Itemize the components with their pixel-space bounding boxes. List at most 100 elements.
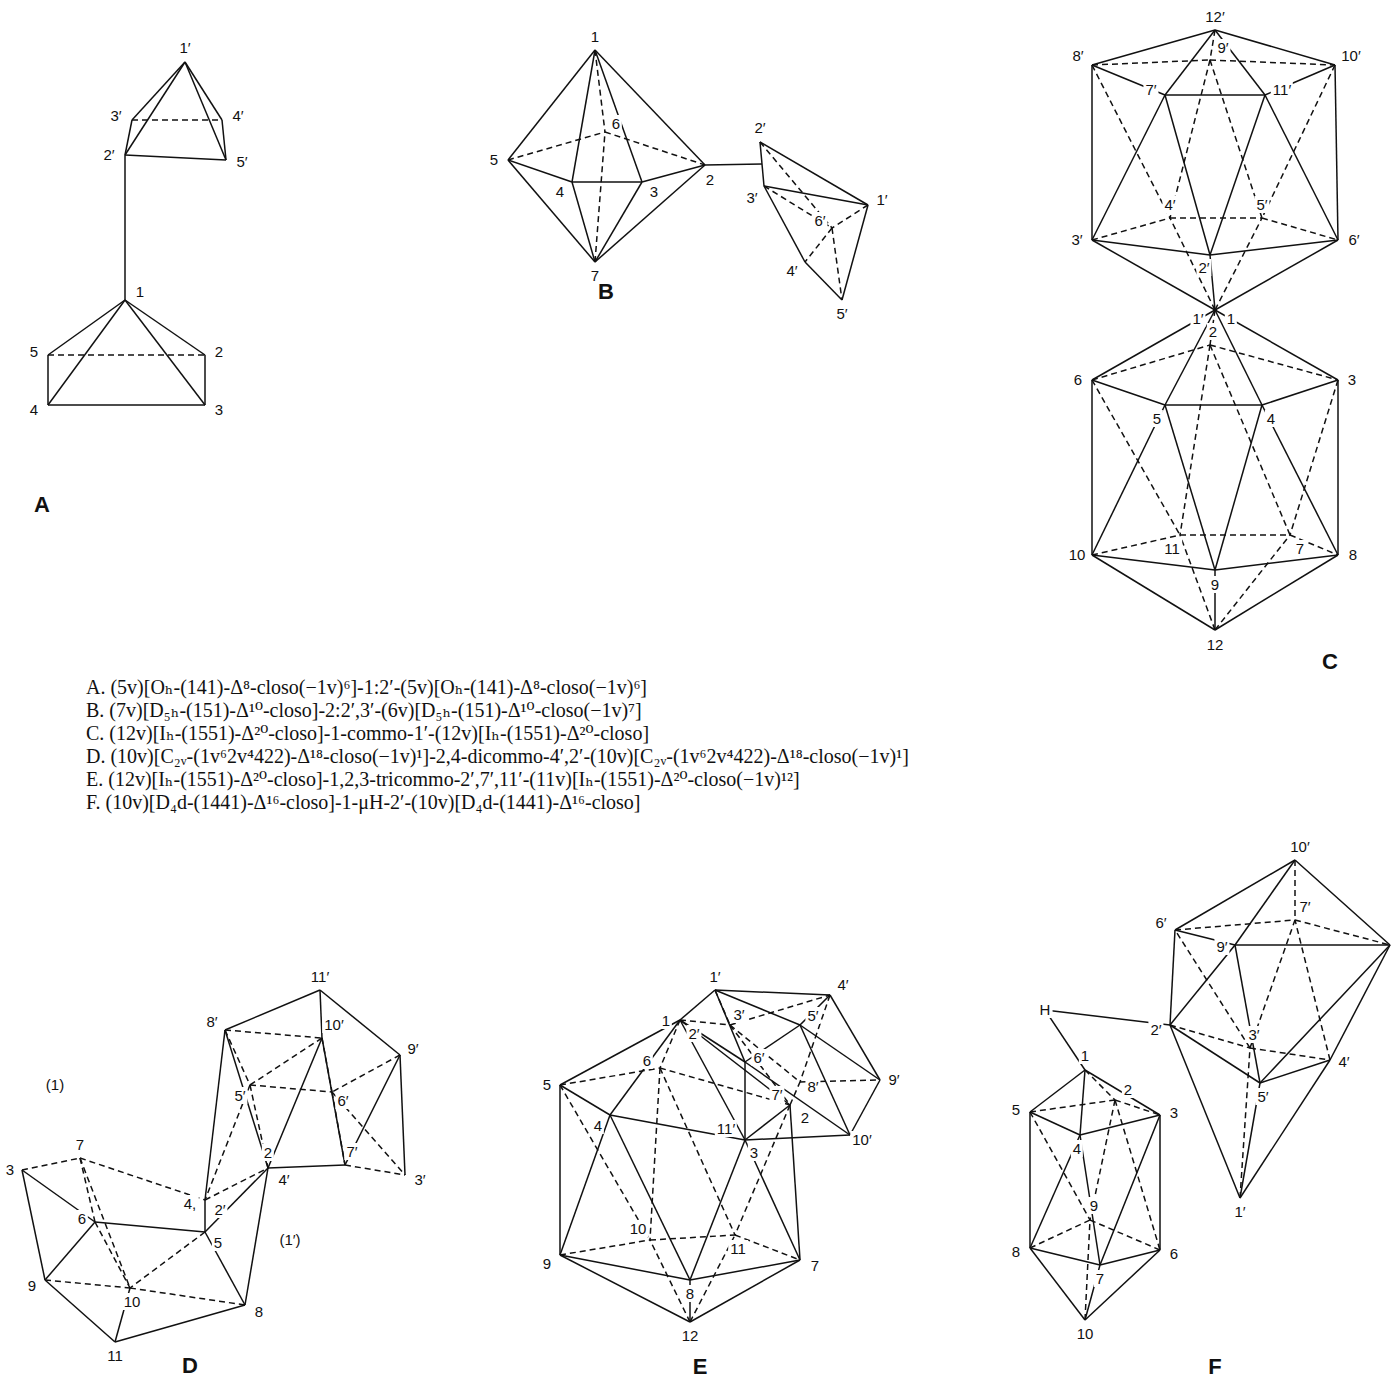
polyhedron-edge (1115, 1100, 1160, 1115)
vertex-number-holder: 1′ (1190, 310, 1205, 328)
vertex-number-holder: 1 (660, 1012, 672, 1030)
vertex-number-holder: 4 (28, 401, 40, 419)
polyhedron-edge (690, 1140, 745, 1280)
polyhedron-edge (1029, 1112, 1031, 1248)
vertex-number: 9 (1088, 1197, 1100, 1214)
vertex-number-holder: 7′ (344, 1143, 359, 1161)
polyhedron-edge (1265, 95, 1338, 240)
vertex-number: 1′ (707, 968, 722, 985)
vertex-number-holder: 3 (748, 1144, 760, 1162)
vertex-number: 9 (26, 1277, 38, 1294)
vertex-number: 6′ (335, 1092, 350, 1109)
polyhedron-edge (1215, 555, 1338, 630)
polyhedron-edge (1085, 1250, 1160, 1320)
caption-line: D. (10v)[C₂ᵥ-(1v⁶2v⁴422)-Δ¹⁸-closo(−1v)¹… (86, 745, 1326, 768)
vertex-number-holder: 7′ (1297, 898, 1312, 916)
caption-block: A. (5v)[Oₕ-(141)-Δ⁸-closo(−1v)⁶]-1:2′-(5… (86, 676, 1326, 814)
vertex-number: 4′ (784, 262, 799, 279)
vertex-number-holder: 10′ (850, 1131, 874, 1149)
vertex-number: 8 (1347, 546, 1359, 563)
polyhedron-edge (125, 300, 205, 355)
polyhedron-edge (560, 1255, 690, 1280)
polyhedron-edge (572, 182, 595, 262)
polyhedron-edge (508, 160, 595, 262)
polyhedron-edge (130, 1288, 245, 1305)
polyhedron-edge (764, 186, 832, 228)
polyhedron-edge (559, 1085, 561, 1255)
polyhedron-edge (560, 1240, 650, 1255)
vertex-number: 2 (262, 1144, 274, 1161)
polyhedron-edge (204, 355, 206, 405)
vertex-number: 2 (1207, 323, 1219, 340)
polyhedron-edge (1215, 535, 1290, 630)
vertex-number-holder: 6′ (812, 212, 827, 230)
polyhedron-edge (1030, 1112, 1080, 1135)
polyhedron-edge (1091, 380, 1093, 555)
polyhedron-edge (715, 990, 800, 1025)
vertex-number: 10′ (322, 1016, 346, 1033)
vertex-number-holder: 6 (610, 115, 622, 133)
vertex-number-holder: 6 (641, 1052, 653, 1070)
vertex-number: 4′ (1336, 1053, 1351, 1070)
polyhedron-edge (832, 205, 868, 228)
polyhedron-edge (508, 50, 595, 160)
polyhedron-edge (605, 132, 705, 165)
vertex-number-holder: 9′ (1214, 938, 1229, 956)
vertex-number: 5′ (834, 305, 849, 322)
polyhedron-edge (22, 1158, 80, 1170)
vertex-number: 4′ (1162, 196, 1177, 213)
vertex-number: 3′ (744, 189, 759, 206)
vertex-number: 2 (799, 1109, 811, 1126)
vertex-number-holder: 6 (1072, 371, 1084, 389)
vertex-number: 12 (680, 1327, 701, 1344)
vertex-number: 9′ (1215, 39, 1230, 56)
vertex-number-holder: 6′ (1153, 914, 1168, 932)
polyhedron-edge (1330, 945, 1390, 1060)
vertex-number-holder: 6′ (751, 1049, 766, 1067)
vertex-number-holder: 1 (589, 28, 601, 46)
polyhedron-edge (1092, 555, 1215, 630)
vertex-number-holder: 6 (1168, 1245, 1180, 1263)
polyhedron-edge (1165, 404, 1262, 406)
polyhedron-edge (1092, 60, 1210, 65)
vertex-number-holder: 3 (1346, 371, 1358, 389)
polyhedron-edge (1215, 555, 1338, 570)
vertex-number: 4 (1071, 1140, 1083, 1157)
vertex-number: H (1038, 1001, 1053, 1018)
vertex-number-holder: 5 (1010, 1101, 1022, 1119)
polyhedron-edge (185, 62, 226, 160)
polyhedron-edge (1092, 240, 1215, 310)
vertex-number: 2 (1122, 1081, 1134, 1098)
polyhedron-edge (125, 300, 205, 405)
polyhedron-edge (1210, 30, 1215, 60)
vertex-number-holder: 2 (262, 1144, 274, 1162)
polyhedron-edge (1335, 65, 1338, 240)
polyhedron-edge (595, 182, 642, 262)
polyhedron-edge (1235, 944, 1390, 946)
polyhedron-edge (1210, 345, 1338, 380)
polyhedron-edge (790, 1082, 800, 1105)
vertex-number: 3 (213, 401, 225, 418)
polyhedron-edge (660, 1068, 735, 1235)
polyhedron-edge (48, 354, 205, 356)
polyhedron-edge (205, 1030, 225, 1200)
polyhedron-edge (1090, 1220, 1160, 1250)
vertex-number-holder: 10 (1067, 546, 1088, 564)
polyhedron-edge (1260, 945, 1390, 1083)
caption-line: F. (10v)[D₄d-(1441)-Δ¹⁶-closo]-1-μH-2′-(… (86, 791, 1326, 814)
vertex-number: 2′ (101, 146, 116, 163)
figure-letter: A (32, 492, 52, 517)
vertex-number-holder: 1 (134, 283, 146, 301)
figure-letter-holder: F (1206, 1355, 1223, 1378)
polyhedron-edge (1180, 345, 1210, 535)
vertex-number-holder: 4′ (784, 262, 799, 280)
vertex-number: 4 (592, 1117, 604, 1134)
vertex-number: 5 (212, 1234, 224, 1251)
figure-letter: D (180, 1353, 200, 1378)
polyhedron-edge (560, 1085, 650, 1240)
polyhedron-edge (1085, 1070, 1160, 1115)
vertex-number: 1′ (177, 39, 192, 56)
polyhedron-edge (730, 995, 830, 1025)
polyhedron-edge (1215, 310, 1262, 405)
vertex-number: 2′ (686, 1025, 701, 1042)
